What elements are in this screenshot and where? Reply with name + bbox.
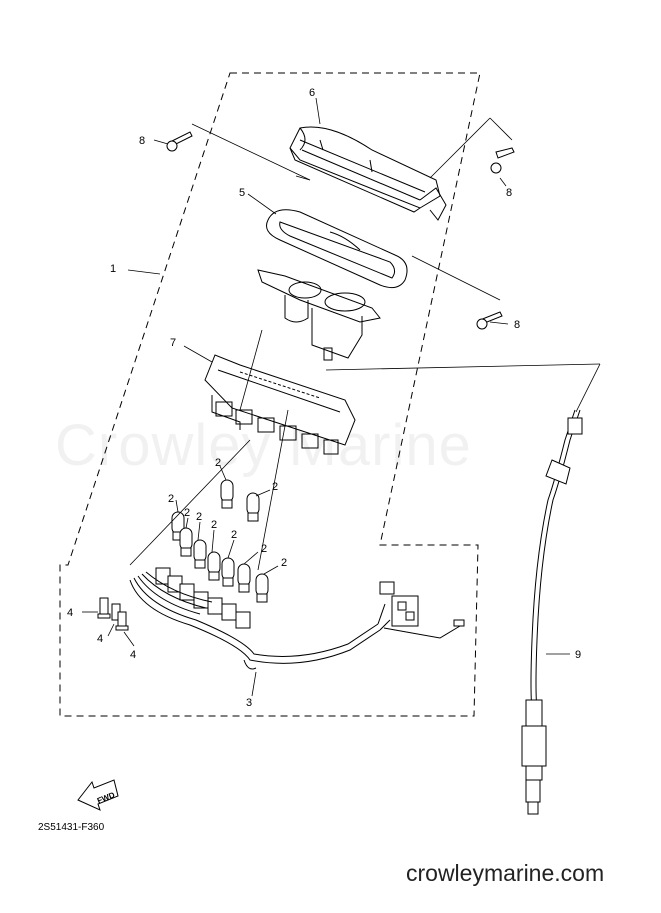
leader-lines — [82, 97, 601, 697]
callout-8: 8 — [139, 135, 145, 147]
meter-face — [257, 269, 381, 361]
callout-2: 2 — [261, 543, 267, 555]
callout-7: 7 — [170, 337, 176, 349]
drawing-code: 2S51431-F360 — [38, 822, 105, 833]
callout-3: 3 — [246, 697, 252, 709]
bulb — [171, 511, 185, 541]
callout-5: 5 — [239, 187, 245, 199]
bulb — [237, 563, 251, 593]
speedometer-cable — [521, 409, 583, 815]
callout-2: 2 — [281, 557, 287, 569]
callout-4: 4 — [97, 633, 103, 645]
assembly-boundary — [59, 72, 481, 717]
callout-2: 2 — [168, 493, 174, 505]
callout-2: 2 — [215, 457, 221, 469]
callout-9: 9 — [575, 649, 581, 661]
callout-2: 2 — [211, 519, 217, 531]
callout-2: 2 — [272, 481, 278, 493]
callout-4: 4 — [130, 649, 136, 661]
bulb — [220, 479, 234, 509]
site-url[interactable]: crowleymarine.com — [406, 860, 605, 886]
callout-8: 8 — [514, 319, 520, 331]
bulb-sockets — [155, 567, 251, 629]
callout-6: 6 — [309, 87, 315, 99]
wire-harness — [129, 571, 465, 670]
lens-seal — [266, 209, 408, 289]
bulb — [255, 573, 269, 603]
callout-numbers: 6 8 8 8 5 1 7 2 2 2 2 2 2 2 2 2 4 4 4 3 … — [67, 87, 581, 709]
screws — [97, 597, 129, 631]
fwd-arrow: FWD — [77, 779, 119, 811]
callout-2: 2 — [231, 529, 237, 541]
bulb — [179, 527, 193, 557]
bulb — [193, 539, 207, 569]
meter-cover — [289, 126, 447, 221]
callout-8: 8 — [506, 187, 512, 199]
tapping-screws — [166, 131, 515, 330]
bulb — [207, 551, 221, 581]
callout-2: 2 — [196, 511, 202, 523]
bulb — [246, 492, 260, 522]
bulb — [221, 557, 235, 587]
callout-2: 2 — [184, 507, 190, 519]
meter-case — [204, 354, 356, 455]
callout-1: 1 — [110, 263, 116, 275]
callout-4: 4 — [67, 607, 73, 619]
